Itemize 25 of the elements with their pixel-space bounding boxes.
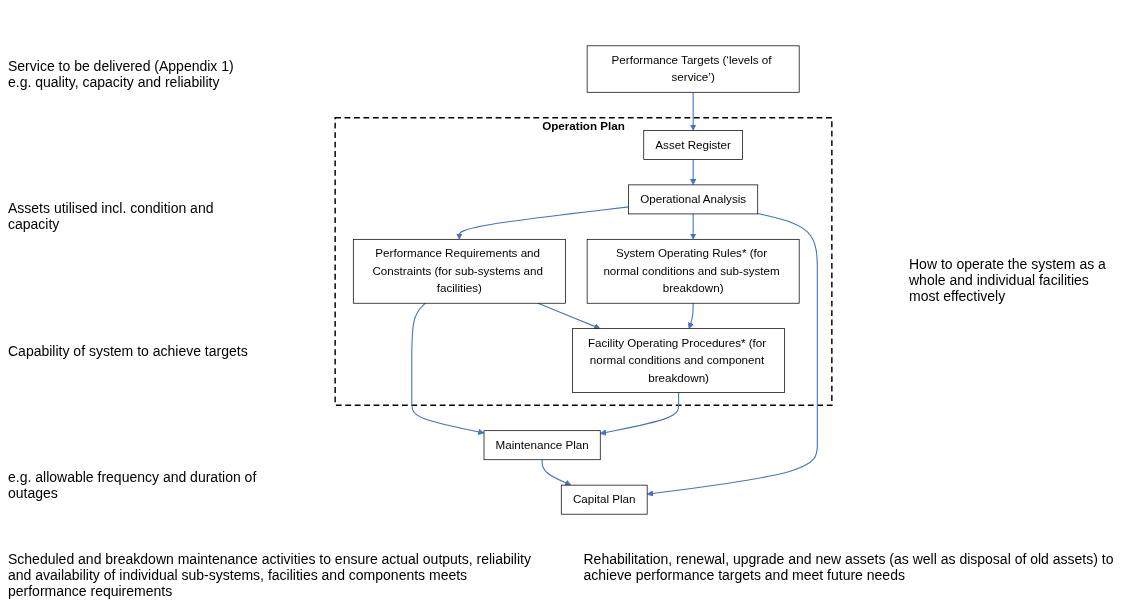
note-text: Assets utilised incl. condition and capacity [8, 200, 215, 233]
arrow [411, 302, 485, 435]
note-text: Rehabilitation, renewal, upgrade and new assets (as well as disposal of old assets) to achieve performance targets and meet future needs [583, 551, 1115, 585]
note-text: e.g. allowable frequency and duration of outages [8, 468, 258, 501]
arrow [537, 302, 601, 329]
arrow [599, 391, 680, 436]
arrow [689, 91, 697, 131]
arrow [456, 205, 630, 240]
note-text: Service to be delivered (Appendix 1) e.g. quality, capacity and reliability [8, 58, 235, 91]
node-box: Performance Requirements and Constraints (for sub-systems and facilities) [352, 238, 566, 304]
node-box: Operational Analysis [628, 184, 759, 214]
node-box: Facility Operating Procedures* (for normal conditions and component breakdown) [572, 327, 785, 393]
node-box: Asset Register [643, 129, 743, 160]
arrow [646, 212, 818, 497]
arrow [689, 158, 697, 185]
node-box: Performance Targets (‘levels of service’) [586, 44, 800, 93]
node-box: Maintenance Plan [483, 429, 601, 460]
note-text: Scheduled and breakdown maintenance activities to ensure actual outputs, reliability and availability of individual sub-systems, facilities and components meets performance requirements [8, 551, 532, 599]
arrow [541, 458, 572, 486]
note-text: Capability of system to achieve targets [8, 342, 249, 359]
note-text: How to operate the system as a whole and individual facilities most effectively [909, 255, 1107, 304]
node-box: Capital Plan [560, 484, 648, 515]
arrow [689, 212, 697, 240]
node-box: System Operating Rules* (for normal conditions and sub-system breakdown) [586, 238, 800, 304]
arrow [687, 302, 694, 329]
